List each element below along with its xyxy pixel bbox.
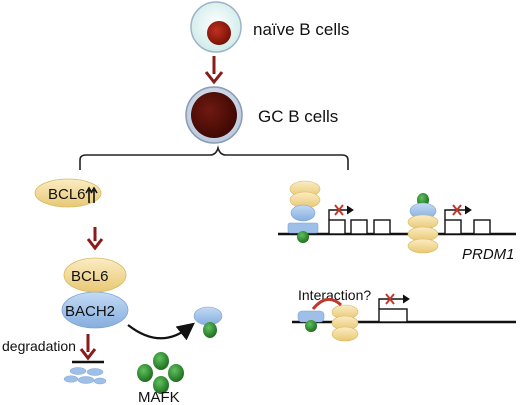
gc-b-cells-label: GC B cells xyxy=(258,107,338,126)
repression-x-icon xyxy=(334,204,462,216)
release-arrow xyxy=(127,322,195,341)
degradation-label: degradation xyxy=(2,338,76,354)
bcl6-up-complex xyxy=(34,178,102,208)
bach2-label: BACH2 xyxy=(65,303,115,320)
differentiation-arrow xyxy=(204,56,224,85)
interaction-question-label: Interaction? xyxy=(298,287,371,303)
interaction-locus xyxy=(292,294,516,324)
mafk-cluster xyxy=(137,352,184,394)
gc-b-cell xyxy=(185,86,243,144)
prdm1-locus xyxy=(278,205,516,236)
bcl6-bach2-complex-site1 xyxy=(287,180,321,243)
interaction-arc-icon xyxy=(311,297,343,310)
naive-nucleus xyxy=(207,21,231,45)
bcl6-up-label: BCL6 xyxy=(48,186,86,203)
up-arrows-icon xyxy=(85,186,98,203)
bcl6-label: BCL6 xyxy=(71,268,109,285)
degraded-fragments xyxy=(63,367,107,385)
naive-b-cell xyxy=(190,1,242,53)
prdm1-gene-label: PRDM1 xyxy=(462,246,515,263)
naive-b-cells-label: naïve B cells xyxy=(253,20,349,39)
bcl6-bach2-complex-site2 xyxy=(407,193,439,254)
induction-arrow xyxy=(86,227,104,251)
bcl6-bach2-complex xyxy=(61,257,129,329)
bach2-mafk-site xyxy=(297,310,325,332)
mafk-label: MAFK xyxy=(138,389,180,405)
bcl6-stack-site xyxy=(331,304,359,342)
branch-brace xyxy=(79,145,349,170)
degradation-arrow xyxy=(72,334,104,364)
free-bach2-mafk xyxy=(193,306,223,338)
bcl6-protein xyxy=(63,257,127,293)
repression-x-icon-2 xyxy=(385,293,395,305)
gc-nucleus xyxy=(191,92,237,138)
